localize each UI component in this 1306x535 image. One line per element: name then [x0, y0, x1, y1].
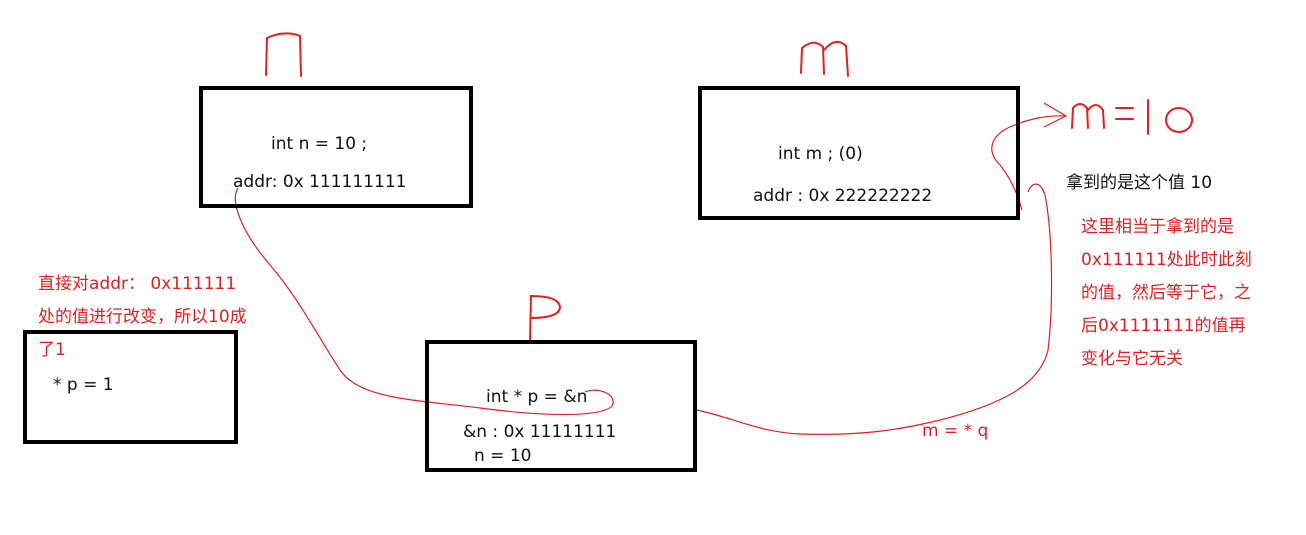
got-value-note: 拿到的是这个值 10 [1066, 173, 1213, 193]
handwritten-p-label [529, 294, 562, 341]
variable-m-address: addr : 0x 222222222 [753, 186, 933, 206]
pointer-p-declaration: int * p = &n [486, 387, 588, 407]
explanation-left: 直接对addr： 0x111111 处的值进行改变，所以10成 了1 [38, 268, 247, 367]
pointer-p-address: &n : 0x 11111111 [463, 422, 617, 442]
assignment-note: m = * q [922, 421, 989, 441]
explanation-right-line: 后0x1111111的值再 [1081, 316, 1246, 336]
explanation-left-line: 处的值进行改变，所以10成 [38, 307, 247, 327]
deref-assign-box [23, 330, 238, 444]
explanation-left-line: 直接对addr： 0x111111 [38, 274, 237, 294]
handwritten-m-equals-10 [1071, 99, 1193, 135]
explanation-right: 这里相当于拿到的是 0x111111处此时此刻 的值，然后等于它，之 后0x11… [1081, 211, 1252, 376]
explanation-left-line: 了1 [38, 340, 66, 360]
variable-n-address: addr: 0x 111111111 [233, 172, 407, 192]
deref-assign-statement: * p = 1 [53, 375, 114, 395]
pointer-p-value: n = 10 [474, 446, 532, 466]
explanation-right-line: 变化与它无关 [1081, 349, 1183, 369]
result-arrow [991, 102, 1068, 211]
pointer-p-box [425, 340, 697, 472]
variable-n-declaration: int n = 10 ; [271, 134, 368, 154]
handwritten-n-label [265, 32, 302, 77]
explanation-right-line: 0x111111处此时此刻 [1081, 250, 1252, 270]
pointer-curve-n-to-p [234, 187, 614, 416]
handwritten-m-label [800, 40, 849, 77]
explanation-right-line: 的值，然后等于它，之 [1081, 283, 1251, 303]
variable-n-box [199, 86, 473, 208]
dereference-curve-p-to-m [696, 183, 1053, 435]
variable-m-declaration: int m ; (0) [778, 144, 863, 164]
variable-m-box [698, 86, 1020, 220]
explanation-right-line: 这里相当于拿到的是 [1081, 217, 1234, 237]
